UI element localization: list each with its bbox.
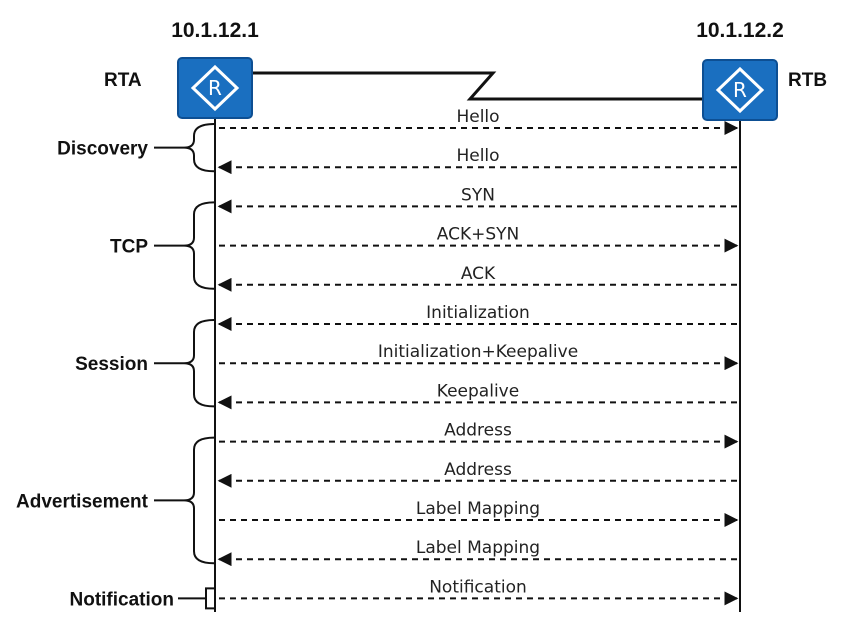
phase-bracket	[154, 123, 215, 173]
svg-text:R: R	[733, 78, 747, 102]
message-label: ACK+SYN	[437, 225, 520, 245]
message-label: Notification	[429, 577, 527, 597]
message-label: Label Mapping	[416, 499, 540, 519]
message-label: Address	[444, 460, 512, 480]
router-icon: R	[177, 57, 253, 119]
phase-bracket	[154, 436, 215, 565]
svg-text:R: R	[208, 76, 222, 100]
message-label: Address	[444, 421, 512, 441]
message-label: Keepalive	[437, 381, 519, 401]
phase-bracket	[154, 319, 215, 408]
serial-link	[252, 71, 705, 101]
message-label: Hello	[456, 107, 499, 127]
phase-bracket	[178, 587, 214, 610]
message-label: Label Mapping	[416, 538, 540, 558]
rtb-name-label: RTB	[788, 70, 827, 91]
phase-bracket	[154, 201, 215, 290]
rta-ip-label: 10.1.12.1	[171, 19, 259, 42]
phase-label: Advertisement	[16, 491, 149, 512]
message-label: Initialization+Keepalive	[378, 342, 578, 362]
phase-label: Discovery	[57, 139, 148, 160]
phase-label: Notification	[70, 589, 175, 610]
message-label: SYN	[461, 185, 495, 205]
router-icon: R	[702, 59, 778, 121]
message-label: ACK	[461, 264, 496, 284]
rtb-ip-label: 10.1.12.2	[696, 19, 784, 42]
message-label: Initialization	[426, 303, 530, 323]
messages-layer: HelloHelloSYNACK+SYNACKInitializationIni…	[217, 107, 739, 606]
message-label: Hello	[456, 146, 499, 166]
phase-label: Session	[75, 354, 148, 375]
phase-label: TCP	[110, 237, 148, 258]
rta-name-label: RTA	[104, 70, 142, 91]
